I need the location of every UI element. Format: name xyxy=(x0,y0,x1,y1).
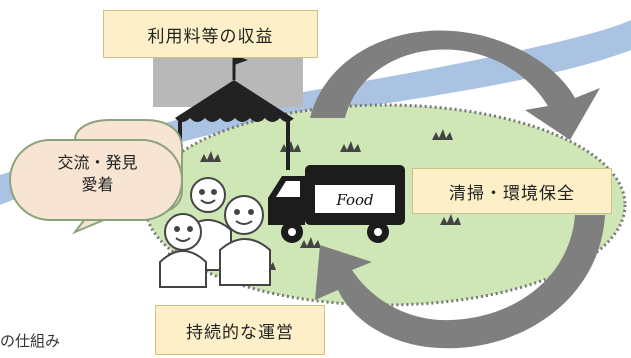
partial-caption: の仕組み xyxy=(0,332,61,350)
cycle-arrow-bottom xyxy=(315,215,605,349)
sustainable-label: 持続的な運営 xyxy=(155,305,325,355)
cleaning-label: 清掃・環境保全 xyxy=(412,168,612,214)
tent-icon xyxy=(153,55,303,170)
speech-bubble-body xyxy=(9,139,183,221)
bubble-text: 交流・発見 愛着 xyxy=(20,152,175,196)
food-truck-icon: Food xyxy=(268,165,405,243)
people-icon xyxy=(159,177,271,288)
revenue-label: 利用料等の収益 xyxy=(103,10,318,58)
bubble-line-1: 交流・発見 xyxy=(57,153,138,172)
bubble-line-2: 愛着 xyxy=(81,175,114,194)
cycle-arrow-top xyxy=(310,30,600,140)
truck-food-text: Food xyxy=(335,191,373,209)
